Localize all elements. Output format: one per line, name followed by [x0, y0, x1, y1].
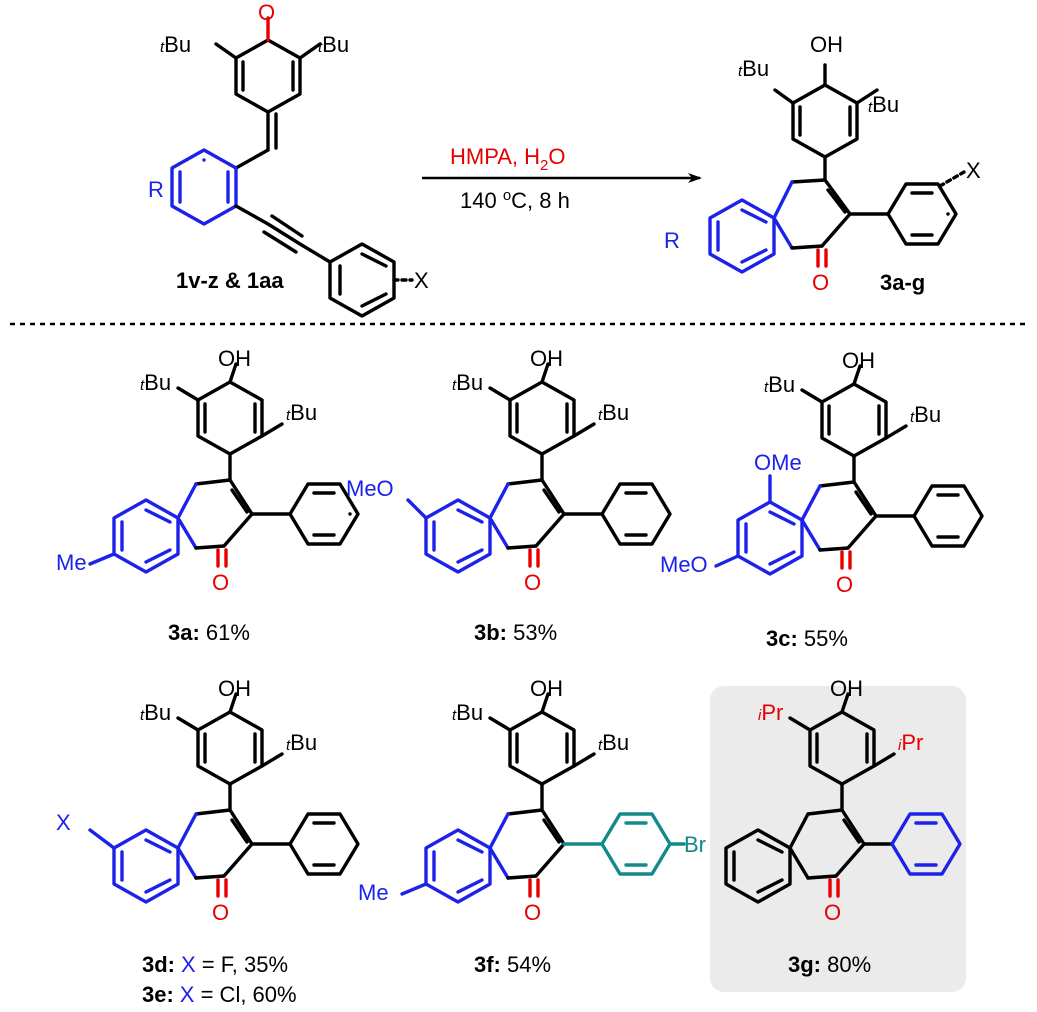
starting-material	[170, 16, 414, 318]
ketone-oxygen-label: O	[836, 572, 853, 597]
ketone-oxygen-label: O	[212, 900, 229, 925]
product-3g-caption: 3g: 80%	[788, 952, 871, 977]
starting-material-label: 1v-z & 1aa	[176, 268, 284, 293]
x-substituent-label: X	[56, 810, 71, 835]
oh-label: OH	[530, 676, 563, 701]
ipr-label: iPr	[898, 730, 923, 755]
methoxy-label: MeO	[660, 552, 708, 577]
bromo-label: Br	[684, 832, 706, 857]
product-series-label: 3a-g	[880, 270, 925, 295]
ketone-oxygen-label: O	[524, 900, 541, 925]
product-3e-caption: 3e:X = Cl, 60%	[142, 982, 297, 1007]
tbu-label: tBu	[318, 32, 349, 57]
tbu-label: tBu	[160, 32, 191, 57]
x-substituent-label: X	[966, 158, 981, 183]
ketone-oxygen-label: O	[212, 570, 229, 595]
methyl-label: Me	[358, 880, 389, 905]
product-3a-structure	[88, 362, 360, 574]
product-3d-caption: 3d:X = F, 35%	[142, 952, 288, 977]
tbu-label: tBu	[286, 730, 317, 755]
highlight-box	[710, 686, 966, 992]
general-product	[708, 63, 966, 274]
tbu-label: tBu	[598, 400, 629, 425]
ipr-label: iPr	[758, 700, 783, 725]
ketone-oxygen-label: O	[824, 900, 841, 925]
tbu-label: tBu	[286, 400, 317, 425]
product-3f-caption: 3f: 54%	[474, 952, 551, 977]
tbu-label: tBu	[868, 92, 899, 117]
oh-label: OH	[842, 348, 875, 373]
product-3b-caption: 3b: 53%	[474, 620, 557, 645]
product-3c-structure	[714, 364, 984, 576]
x-substituent-label: X	[414, 268, 429, 293]
product-3a-caption: 3a: 61%	[168, 620, 250, 645]
ketone-oxygen-label: O	[258, 0, 275, 25]
product-3c-caption: 3c: 55%	[766, 626, 848, 651]
tbu-label: tBu	[738, 56, 769, 81]
product-3f-structure	[400, 692, 686, 904]
methoxy-label: MeO	[346, 476, 394, 501]
conditions-text: 140 oC, 8 h	[460, 187, 570, 213]
reagent-text: HMPA, H2O	[450, 144, 566, 174]
tbu-label: tBu	[910, 402, 941, 427]
ketone-oxygen-label: O	[812, 270, 829, 295]
tbu-label: tBu	[452, 370, 483, 395]
product-3g-structure	[724, 692, 962, 904]
ketone-oxygen-label: O	[524, 570, 541, 595]
product-3d-structure	[88, 692, 360, 904]
oh-label: OH	[218, 346, 251, 371]
product-3b-structure	[406, 362, 672, 574]
methoxy-label: OMe	[754, 450, 802, 475]
tbu-label: tBu	[140, 700, 171, 725]
oh-label: OH	[810, 32, 843, 57]
r-substituent-label: R	[148, 177, 164, 202]
tbu-label: tBu	[140, 370, 171, 395]
tbu-label: tBu	[598, 730, 629, 755]
oh-label: OH	[530, 346, 563, 371]
tbu-label: tBu	[452, 700, 483, 725]
r-substituent-label: R	[664, 228, 680, 253]
methyl-label: Me	[56, 550, 87, 575]
tbu-label: tBu	[764, 372, 795, 397]
oh-label: OH	[830, 676, 863, 701]
oh-label: OH	[218, 676, 251, 701]
